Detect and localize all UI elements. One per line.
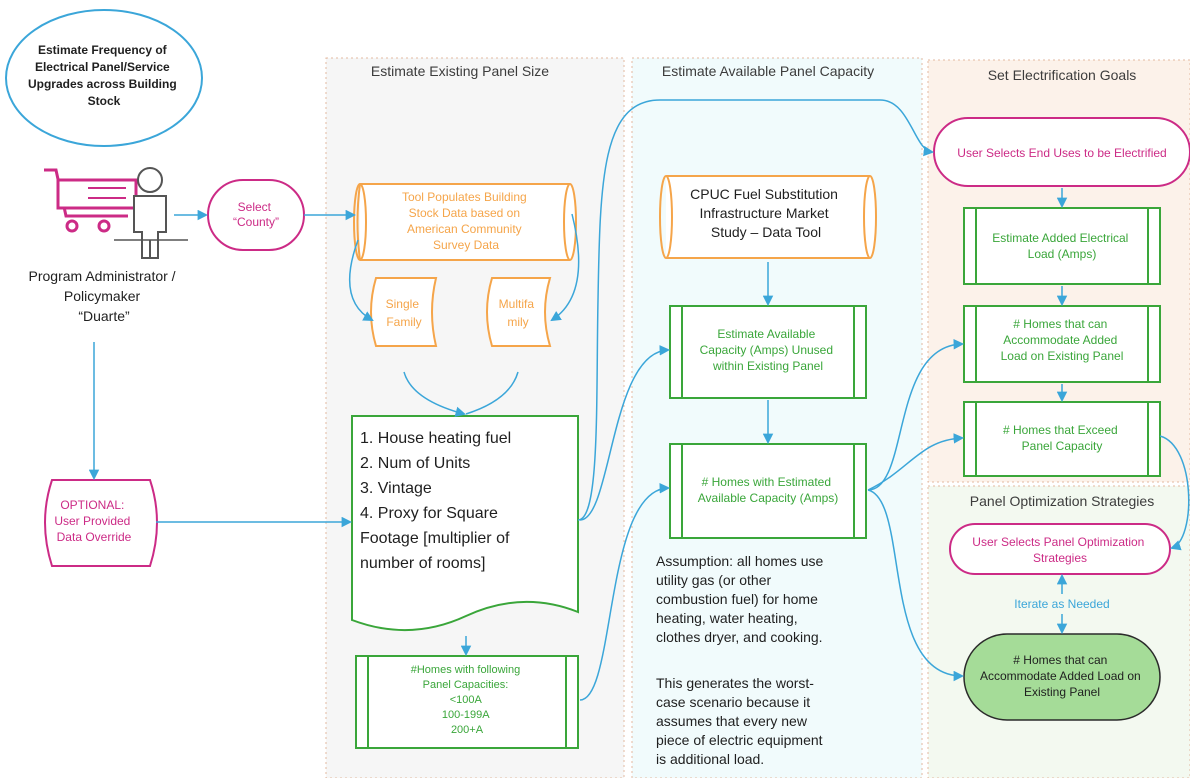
worst-case-note: This generates the worst- case scenario …	[656, 675, 826, 767]
connector-capacities-to-estimated	[579, 483, 671, 701]
homes-capacities-process	[355, 655, 579, 749]
title-text: Estimate Frequency of Electrical Panel/S…	[28, 43, 180, 108]
connector-estimated-to-result	[867, 489, 965, 682]
multifamily-shape	[486, 277, 552, 347]
connector-list-to-available	[579, 345, 671, 521]
connector-estimated-to-exceed	[867, 433, 965, 491]
connector-exceed-to-optimization	[1159, 435, 1190, 551]
optional-override-shape	[44, 479, 158, 567]
single-family-label: Single Family	[386, 297, 423, 329]
estimate-available-process	[669, 305, 867, 399]
house-attributes-list: 1. House heating fuel 2. Num of Units 3.…	[360, 430, 516, 572]
section-title-optimization: Panel Optimization Strategies	[970, 493, 1154, 509]
homes-estimated-label: # Homes with Estimated Available Capacit…	[698, 475, 839, 505]
homes-exceed-label: # Homes that Exceed Panel Capacity	[1003, 423, 1121, 453]
connectors	[88, 99, 1190, 701]
optional-override-label: OPTIONAL: User Provided Data Override	[54, 498, 133, 544]
title-ellipse	[5, 9, 203, 147]
multifamily-label: Multifa mily	[499, 297, 538, 329]
cpuc-tool-label: CPUC Fuel Substitution Infrastructure Ma…	[690, 186, 842, 240]
connector-list-to-end-uses	[577, 99, 935, 521]
added-load-label: Estimate Added Electrical Load (Amps)	[992, 231, 1131, 261]
tool-populates-label: Tool Populates Building Stock Data based…	[402, 190, 530, 252]
house-attributes-document	[351, 415, 579, 632]
homes-estimated-process	[669, 443, 867, 539]
connector-tool-to-multi	[550, 213, 580, 322]
user-selects-end-uses-label: User Selects End Uses to be Electrified	[957, 146, 1166, 160]
cpuc-tool-cylinder	[659, 175, 877, 259]
section-available-capacity-bg	[631, 57, 923, 779]
shopping-cart-icon	[44, 168, 138, 233]
person-icon	[133, 167, 167, 259]
homes-accommodate-label: # Homes that can Accommodate Added Load …	[1001, 317, 1124, 363]
homes-accommodate-process	[963, 305, 1161, 383]
user-label: Program Administrator / Policymaker “Dua…	[29, 268, 180, 324]
section-title-electrification-goals: Set Electrification Goals	[988, 67, 1137, 83]
single-family-shape	[370, 277, 438, 347]
section-title-existing-panel: Estimate Existing Panel Size	[371, 63, 549, 79]
homes-result-label: # Homes that can Accommodate Added Load …	[980, 653, 1144, 699]
tool-populates-cylinder	[353, 183, 577, 261]
connector-tool-to-single	[348, 239, 374, 322]
homes-capacities-label: #Homes with following Panel Capacities: …	[411, 664, 524, 736]
select-county-label: Select “County”	[233, 200, 279, 229]
connector-single-to-list	[403, 371, 467, 417]
user-selects-optimization-label: User Selects Panel Optimization Strategi…	[972, 535, 1147, 565]
homes-exceed-process	[963, 401, 1161, 477]
assumption-note: Assumption: all homes use utility gas (o…	[656, 553, 827, 645]
added-load-process	[963, 207, 1161, 285]
connector-multi-to-list	[465, 371, 519, 415]
estimate-available-label: Estimate Available Capacity (Amps) Unuse…	[700, 327, 837, 373]
iterate-label: Iterate as Needed	[1014, 597, 1109, 611]
section-title-available-capacity: Estimate Available Panel Capacity	[662, 63, 874, 79]
user-selects-optimization-terminal	[949, 523, 1171, 575]
